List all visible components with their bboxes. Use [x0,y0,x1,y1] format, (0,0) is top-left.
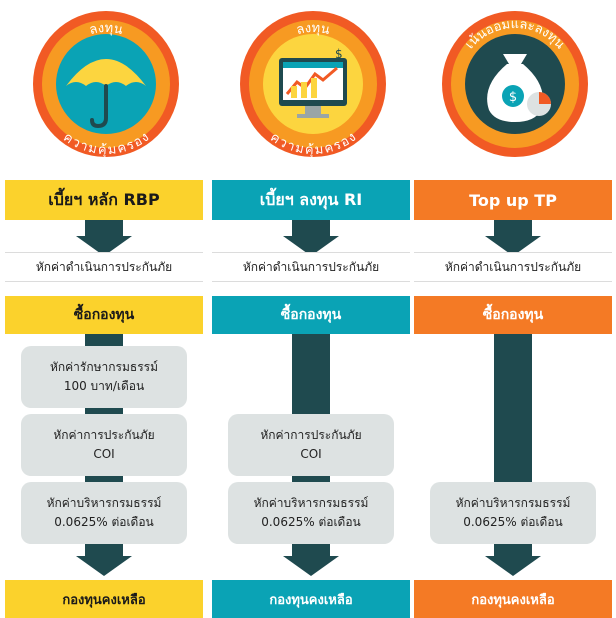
fee-text: หักค่าดำเนินการประกันภัย [35,259,173,274]
deduction-line1: หักค่ารักษากรมธรรม์ [49,360,159,374]
column-ri: $ ลงทุน ความคุ้มครอง เบี้ยฯ ลงทุน RI หัก… [212,0,410,618]
deduction-line1: หักค่าบริหารกรมธรรม์ [455,496,571,510]
buy-band: ซื้อกองทุน [212,296,410,334]
fee-row: หักค่าดำเนินการประกันภัย [212,252,410,282]
buy-band: ซื้อกองทุน [414,296,612,334]
arrow-stem [85,220,123,236]
arrow-head [76,556,132,576]
deduction-line2: COI [93,447,115,461]
buy-text: ซื้อกองทุน [73,307,135,323]
deduction-line2: 0.0625% ต่อเดือน [261,515,361,529]
title-band: เบี้ยฯ ลงทุน RI [212,180,410,220]
badge-rbp: ลงทุน ความคุ้มครอง [32,2,180,166]
deduction-box: หักค่ารักษากรมธรรม์ 100 บาท/เดือน [21,346,187,408]
title-text: Top up TP [469,190,557,210]
result-band: กองทุนคงเหลือ [414,580,612,618]
buy-text: ซื้อกองทุน [482,307,544,323]
badge-top-text: ลงทุน [88,21,124,38]
arrow-head [283,236,339,256]
fee-text: หักค่าดำเนินการประกันภัย [444,259,582,274]
result-band: กองทุนคงเหลือ [5,580,203,618]
fee-row: หักค่าดำเนินการประกันภัย [5,252,203,282]
arrow-head [485,236,541,256]
column-tp: $ เน้นออมและลงทุน Top up TP หักค่าดำเนิน… [414,0,612,618]
deduction-box: หักค่าบริหารกรมธรรม์ 0.0625% ต่อเดือน [21,482,187,544]
money-bag-badge-icon: $ เน้นออมและลงทุน [442,11,588,157]
arrow-head [485,556,541,576]
chart-monitor-badge-icon: $ ลงทุน ความคุ้มครอง [240,11,386,158]
result-text: กองทุนคงเหลือ [269,592,353,608]
deduction-box: หักค่าการประกันภัย COI [228,414,394,476]
title-text: เบี้ยฯ หลัก RBP [48,189,160,209]
svg-text:$: $ [509,90,517,105]
badge-ri: $ ลงทุน ความคุ้มครอง [239,2,387,166]
arrow-stem [494,220,532,236]
svg-text:$: $ [335,47,343,61]
deduction-line1: หักค่าบริหารกรมธรรม์ [46,496,162,510]
title-band: Top up TP [414,180,612,220]
arrow-head [76,236,132,256]
deduction-line2: 100 บาท/เดือน [63,379,145,393]
badge-tp: $ เน้นออมและลงทุน [441,2,589,166]
badge-top-text: ลงทุน [295,21,331,38]
deduction-line1: หักค่าการประกันภัย [260,428,362,442]
fee-text: หักค่าดำเนินการประกันภัย [242,259,380,274]
title-band: เบี้ยฯ หลัก RBP [5,180,203,220]
umbrella-badge-icon: ลงทุน ความคุ้มครอง [33,11,179,158]
deduction-line2: 0.0625% ต่อเดือน [54,515,154,529]
arrow-head [283,556,339,576]
deduction-line1: หักค่าบริหารกรมธรรม์ [253,496,369,510]
result-text: กองทุนคงเหลือ [62,592,146,608]
buy-band: ซื้อกองทุน [5,296,203,334]
arrow-stem [292,220,330,236]
deduction-line2: COI [300,447,322,461]
deduction-line1: หักค่าการประกันภัย [53,428,155,442]
deduction-box: หักค่าบริหารกรมธรรม์ 0.0625% ต่อเดือน [228,482,394,544]
result-band: กองทุนคงเหลือ [212,580,410,618]
result-text: กองทุนคงเหลือ [471,592,555,608]
column-rbp: ลงทุน ความคุ้มครอง เบี้ยฯ หลัก RBP หักค่… [5,0,203,618]
fee-row: หักค่าดำเนินการประกันภัย [414,252,612,282]
buy-text: ซื้อกองทุน [280,307,342,323]
deduction-box: หักค่าบริหารกรมธรรม์ 0.0625% ต่อเดือน [430,482,596,544]
deduction-line2: 0.0625% ต่อเดือน [463,515,563,529]
svg-text:ลงทุน: ลงทุน [295,21,331,38]
svg-text:ลงทุน: ลงทุน [88,21,124,38]
title-text: เบี้ยฯ ลงทุน RI [259,189,363,209]
deduction-box: หักค่าการประกันภัย COI [21,414,187,476]
